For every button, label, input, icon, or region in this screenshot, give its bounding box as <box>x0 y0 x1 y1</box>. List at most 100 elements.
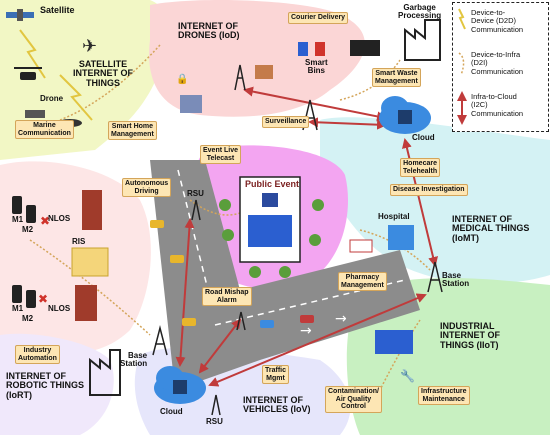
base-station-right-icon <box>427 261 443 293</box>
d2d-bolt-2 <box>59 74 93 121</box>
audience-icon <box>248 215 292 247</box>
cloud-top-icon <box>379 96 431 134</box>
label-satellite: Satellite <box>40 5 75 15</box>
label-smart-bins: Smart Bins <box>305 58 328 76</box>
label-public-event: Public Event <box>245 179 300 189</box>
nlos-cross-bottom: ✖ <box>38 292 48 306</box>
rsu-top-icon <box>191 199 201 221</box>
region-medical-title: INTERNET OF MEDICAL THINGS (IoMT) <box>452 214 530 243</box>
tag-smart-waste: Smart Waste Management <box>372 68 421 88</box>
nlos-cross-top: ✖ <box>40 214 50 228</box>
road-arrow-1: → <box>300 323 312 339</box>
label-garbage: Garbage Processing <box>398 3 442 21</box>
label-rsu-bottom: RSU <box>206 417 223 426</box>
label-m1-bottom: M1 <box>12 304 24 313</box>
car-icon <box>150 220 164 228</box>
airplane-icon: ✈ <box>82 36 97 57</box>
rsu-bottom-icon <box>211 394 221 416</box>
i2c-link-drones-cloud <box>243 86 387 122</box>
industry-factory-icon <box>89 349 121 396</box>
base-station-left-icon <box>152 325 168 356</box>
label-m1-top: M1 <box>12 215 24 224</box>
phone-m2-top <box>26 205 36 223</box>
tag-event-live: Event Live Telecast <box>200 145 242 165</box>
car-icon <box>170 255 184 263</box>
d2d-bolt-1 <box>19 29 46 79</box>
house-icon-1 <box>255 65 273 79</box>
label-cloud-top: Cloud <box>412 133 435 142</box>
stage-icon <box>262 193 278 207</box>
ambulance-icon <box>349 239 373 253</box>
satellite-icon <box>6 9 34 21</box>
label-rsu-top: RSU <box>187 189 204 198</box>
i2c-link-rsu2-cloud <box>198 318 242 374</box>
legend-d2i-link <box>458 52 465 76</box>
drone-icon <box>14 67 42 80</box>
legend-d2i-text: Device-to-Infra (D2I) Communication <box>471 50 524 76</box>
tag-contamination: Contamination/ Air Quality Control <box>325 386 382 414</box>
tag-industry-automation: Industry Automation <box>15 345 60 365</box>
tag-courier-delivery: Courier Delivery <box>288 12 349 24</box>
label-ris: RIS <box>72 237 86 246</box>
tree-icon <box>222 229 234 241</box>
label-cloud-bottom: Cloud <box>160 407 183 416</box>
label-nlos-bottom: NLOS <box>48 304 71 313</box>
wrench-icon: 🔧 <box>400 368 415 383</box>
label-nlos-top: NLOS <box>48 214 71 223</box>
tag-surveillance: Surveillance <box>262 116 310 128</box>
tag-smart-home: Smart Home Management <box>108 121 157 141</box>
hospital-icon <box>388 225 414 250</box>
legend-i2c-text: Infra-to-Cloud (I2C) Communication <box>471 92 524 118</box>
label-m2-top: M2 <box>22 225 34 234</box>
i2c-link-basestation-cloudbottom <box>208 293 427 387</box>
label-drone: Drone <box>40 94 64 103</box>
rsu-road-icon <box>236 311 246 331</box>
tag-road-mishap: Road Mishap Alarm <box>202 287 252 307</box>
ris-panel <box>71 247 109 277</box>
i2c-link-rsu-cloud <box>175 218 195 367</box>
tower-icon-drones <box>234 64 246 91</box>
tag-homecare: Homecare Telehealth <box>400 158 441 178</box>
i2c-link-surveillance-cloud <box>308 117 387 130</box>
tag-pharmacy: Pharmacy Management <box>338 272 387 292</box>
cloud-bottom-icon <box>154 366 206 404</box>
phone-m1-top <box>12 196 22 214</box>
building-icon <box>180 95 202 113</box>
region-drones-title: INTERNET OF DRONES (IoD) <box>178 21 240 41</box>
legend-box: Device-to- Device (D2D) Communication De… <box>452 2 549 132</box>
car-icon <box>260 320 274 328</box>
factory-icon <box>404 19 441 61</box>
legend-symbols <box>457 8 467 125</box>
tag-autonomous: Autonomous Driving <box>122 178 172 198</box>
truck-icon <box>350 40 380 56</box>
d2i-link-6 <box>379 319 421 391</box>
car-icon <box>182 318 196 326</box>
phone-m2-bottom <box>26 290 36 308</box>
brick-wall-top <box>82 190 102 230</box>
region-industrial-title: INDUSTRIAL INTERNET OF THINGS (IIoT) <box>440 321 500 350</box>
label-hospital: Hospital <box>378 212 410 221</box>
road-arrow-2: → <box>335 311 347 327</box>
label-base-station-left: Base Station <box>120 351 148 369</box>
tree-icon <box>219 199 231 211</box>
tree-icon <box>249 266 261 278</box>
iiot-factory-icon <box>375 330 413 354</box>
label-m2-bottom: M2 <box>22 314 34 323</box>
brick-wall-bottom <box>75 285 97 321</box>
tree-icon <box>312 199 324 211</box>
tree-icon <box>279 266 291 278</box>
legend-d2d-bolt <box>458 8 466 30</box>
road-dash-1 <box>177 169 209 291</box>
car-icon <box>300 315 314 323</box>
bin-blue <box>298 42 308 56</box>
tag-infrastructure: Infrastructure Maintenance <box>418 386 470 406</box>
tag-traffic: Traffic Mgmt <box>262 365 290 385</box>
lock-icon: 🔒 <box>176 73 188 85</box>
tree-icon <box>309 234 321 246</box>
phone-m1-bottom <box>12 285 22 303</box>
region-satellite-title: SATELLITE INTERNET OF THINGS <box>73 59 133 88</box>
legend-d2d-text: Device-to- Device (D2D) Communication <box>471 8 524 34</box>
region-robotic-title: INTERNET OF ROBOTIC THINGS (IoRT) <box>6 371 84 400</box>
tag-marine: Marine Communication <box>15 120 74 140</box>
